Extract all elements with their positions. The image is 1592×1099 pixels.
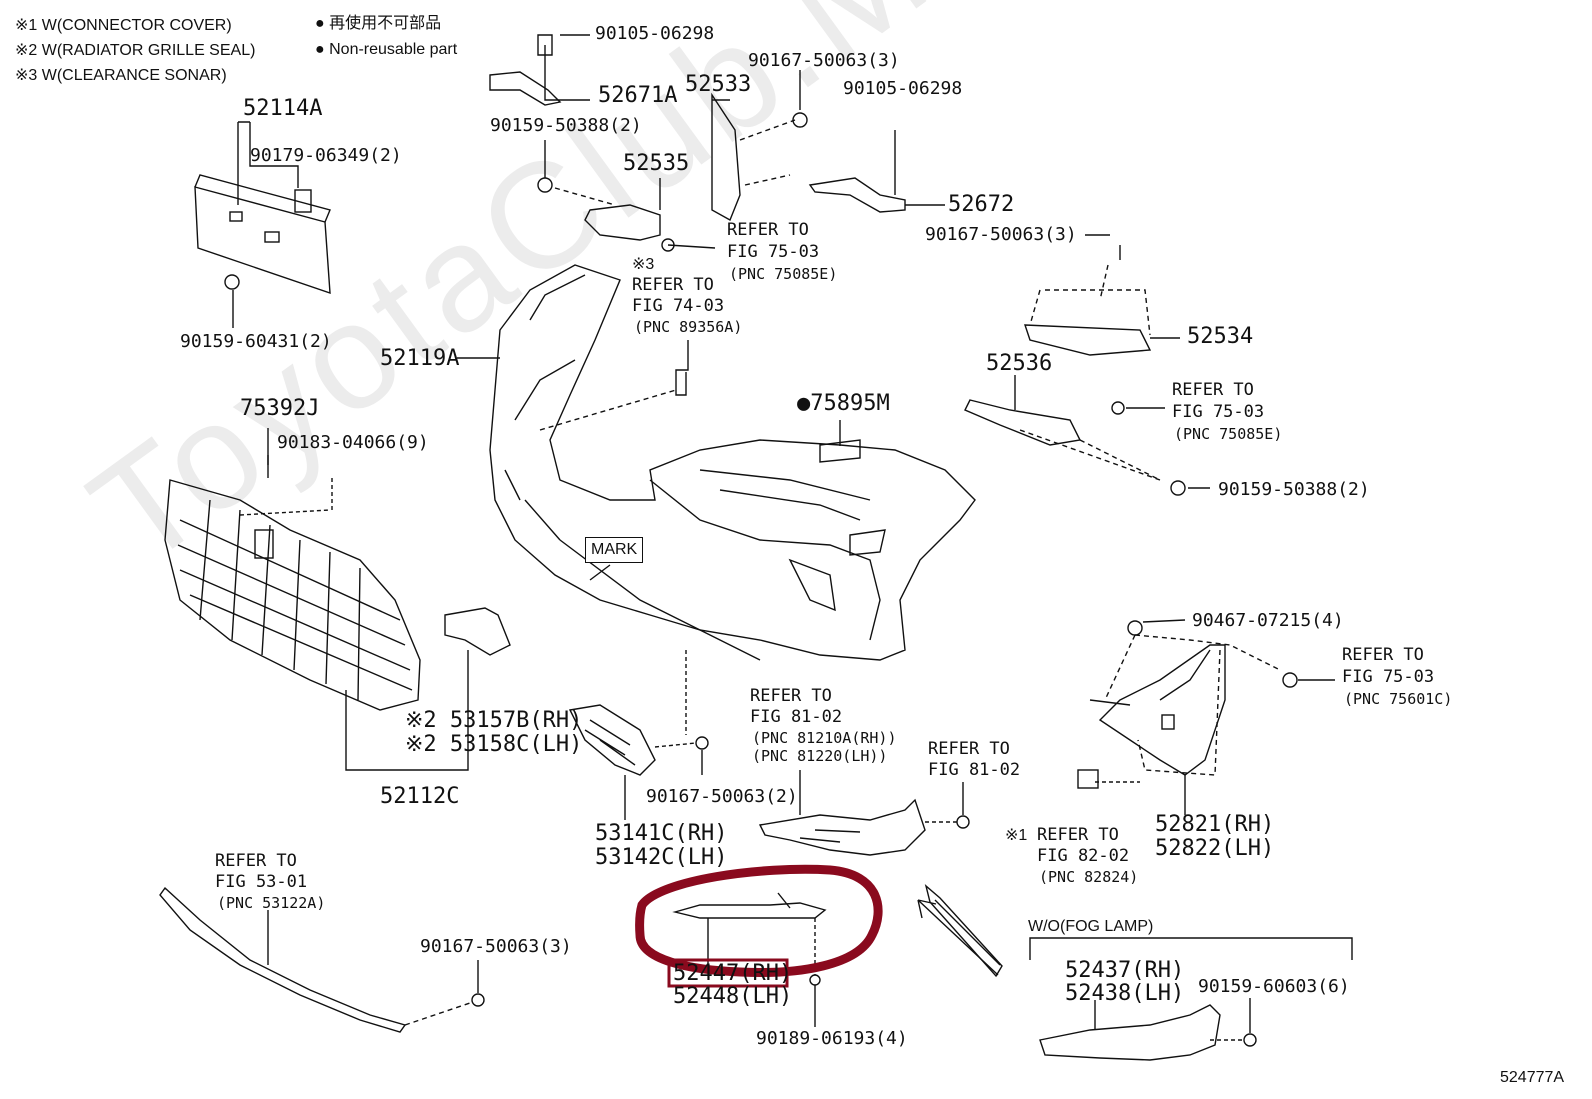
bracket-52114a-shape <box>194 174 331 295</box>
part-52535: 52535 <box>623 151 690 176</box>
part-53158c: ※2 53158C(LH) <box>405 732 583 757</box>
part-90159-60603: 90159-60603(6) <box>1198 976 1350 997</box>
part-90167-50063-3b: 90167-50063(3) <box>925 224 1077 245</box>
ref-81-02a-pnc-rh: (PNC 81210A(RH)) <box>752 729 897 747</box>
ref-81-02b-line2: FIG 81-02 <box>928 760 1021 780</box>
part-90167-50063-2: 90167-50063(2) <box>646 786 798 807</box>
bumper-cover-52119a-shape <box>489 264 976 661</box>
red-box-annotation <box>667 958 789 988</box>
part-52671a: 52671A <box>598 83 678 108</box>
sonar-cover-shape <box>675 340 689 396</box>
lower-molding-shape <box>159 886 407 1033</box>
ref-81-02a-pnc-lh: (PNC 81220(LH)) <box>752 747 888 765</box>
ref-81-02a-line2: FIG 81-02 <box>750 707 843 727</box>
bracket-52536-shape <box>964 399 1082 446</box>
part-53141c: 53141C(RH) <box>595 821 728 846</box>
part-75895m: ●75895M <box>797 391 890 416</box>
part-90105-06298-right: 90105-06298 <box>843 78 963 99</box>
ref-75-03c-pnc: (PNC 75601C) <box>1344 690 1453 708</box>
part-90167-50063-3c: 90167-50063(3) <box>420 936 572 957</box>
leader-52671a <box>544 45 590 101</box>
bracket-52672-shape <box>808 177 906 213</box>
note-radiator-grille-seal: ※2 W(RADIATOR GRILLE SEAL) <box>15 42 256 59</box>
part-90183-04066: 90183-04066(9) <box>277 432 429 453</box>
ref-82-02-line2: FIG 82-02 <box>1037 846 1130 866</box>
part-90189-06193: 90189-06193(4) <box>756 1028 908 1049</box>
bracket-52671a-shape <box>489 71 562 106</box>
red-circle-annotation <box>635 864 883 977</box>
leader-52114a <box>237 121 299 205</box>
wo-fog-bracket <box>1029 937 1353 960</box>
part-52438: 52438(LH) <box>1065 981 1185 1006</box>
ref-53-01-line2: FIG 53-01 <box>215 872 308 892</box>
ref-75-03a-line2: FIG 75-03 <box>727 242 820 262</box>
part-52448: 52448(LH) <box>673 984 793 1009</box>
grille-52112c-shape <box>164 479 421 711</box>
part-52821: 52821(RH) <box>1155 812 1275 837</box>
part-52536: 52536 <box>986 351 1053 376</box>
part-75392j: 75392J <box>240 396 320 421</box>
bracket-52534-shape <box>1024 324 1152 356</box>
legend-nonreusable-en: ● Non-reusable part <box>315 41 458 58</box>
ref-75-03c-line2: FIG 75-03 <box>1342 667 1435 687</box>
ref-75-03b-pnc: (PNC 75085E) <box>1174 425 1283 443</box>
part-90105-06298-top: 90105-06298 <box>595 23 715 44</box>
note-connector-cover: ※1 W(CONNECTOR COVER) <box>15 17 232 34</box>
ref-75-03c-line1: REFER TO <box>1342 645 1424 665</box>
note-clearance-sonar: ※3 W(CLEARANCE SONAR) <box>15 67 227 84</box>
ref-74-03-line1: REFER TO <box>632 275 714 295</box>
part-52822: 52822(LH) <box>1155 836 1275 861</box>
part-90179-06349: 90179-06349(2) <box>250 145 402 166</box>
wo-fog-lamp-label: W/O(FOG LAMP) <box>1028 918 1154 935</box>
part-52672: 52672 <box>948 192 1015 217</box>
vent-53141c-shape <box>568 704 656 776</box>
part-52119a: 52119A <box>380 346 460 371</box>
ref-74-03-pnc: (PNC 89356A) <box>634 318 743 336</box>
part-90159-50388-2a: 90159-50388(2) <box>490 115 642 136</box>
bracket-52821-shape <box>1089 644 1226 776</box>
part-53157b: ※2 53157B(RH) <box>405 708 583 733</box>
part-52114a: 52114A <box>243 96 323 121</box>
part-90167-50063-3a: 90167-50063(3) <box>748 50 900 71</box>
figure-id: 524777A <box>1500 1069 1565 1086</box>
ref-82-02-note: ※1 <box>1005 827 1028 844</box>
part-52447: 52447(RH) <box>673 961 793 986</box>
ref-53-01-line1: REFER TO <box>215 851 297 871</box>
part-52112c: 52112C <box>380 784 460 809</box>
ref-74-03-note: ※3 <box>632 256 655 273</box>
ref-82-02-line1: REFER TO <box>1037 825 1119 845</box>
bracket-52533-shape <box>711 92 741 221</box>
trim-52447-shape <box>672 902 827 919</box>
ref-81-02b-line1: REFER TO <box>928 739 1010 759</box>
ref-53-01-pnc: (PNC 53122A) <box>217 894 326 912</box>
ref-75-03a-line1: REFER TO <box>727 220 809 240</box>
part-52534: 52534 <box>1187 324 1254 349</box>
part-90159-60431: 90159-60431(2) <box>180 331 332 352</box>
bracket-52535-shape <box>584 204 661 241</box>
part-90467-07215: 90467-07215(4) <box>1192 610 1344 631</box>
leader-52112c <box>345 650 469 771</box>
ref-74-03-line2: FIG 74-03 <box>632 296 725 316</box>
seal-53157b-shape <box>444 607 511 656</box>
ref-82-02-pnc: (PNC 82824) <box>1039 868 1139 886</box>
fog-bracket-shape <box>758 798 926 856</box>
ref-81-02a-line1: REFER TO <box>750 686 832 706</box>
mark-label: MARK <box>585 537 644 563</box>
legend-nonreusable-jp: ● 再使用不可部品 <box>315 15 442 32</box>
part-52437: 52437(RH) <box>1065 958 1185 983</box>
part-52533: 52533 <box>685 72 752 97</box>
ref-75-03b-line2: FIG 75-03 <box>1172 402 1265 422</box>
ref-75-03a-pnc: (PNC 75085E) <box>729 265 838 283</box>
part-90159-50388-2b: 90159-50388(2) <box>1218 479 1370 500</box>
part-53142c: 53142C(LH) <box>595 845 728 870</box>
ref-75-03b-line1: REFER TO <box>1172 380 1254 400</box>
garnish-52437-shape <box>1039 1004 1221 1061</box>
